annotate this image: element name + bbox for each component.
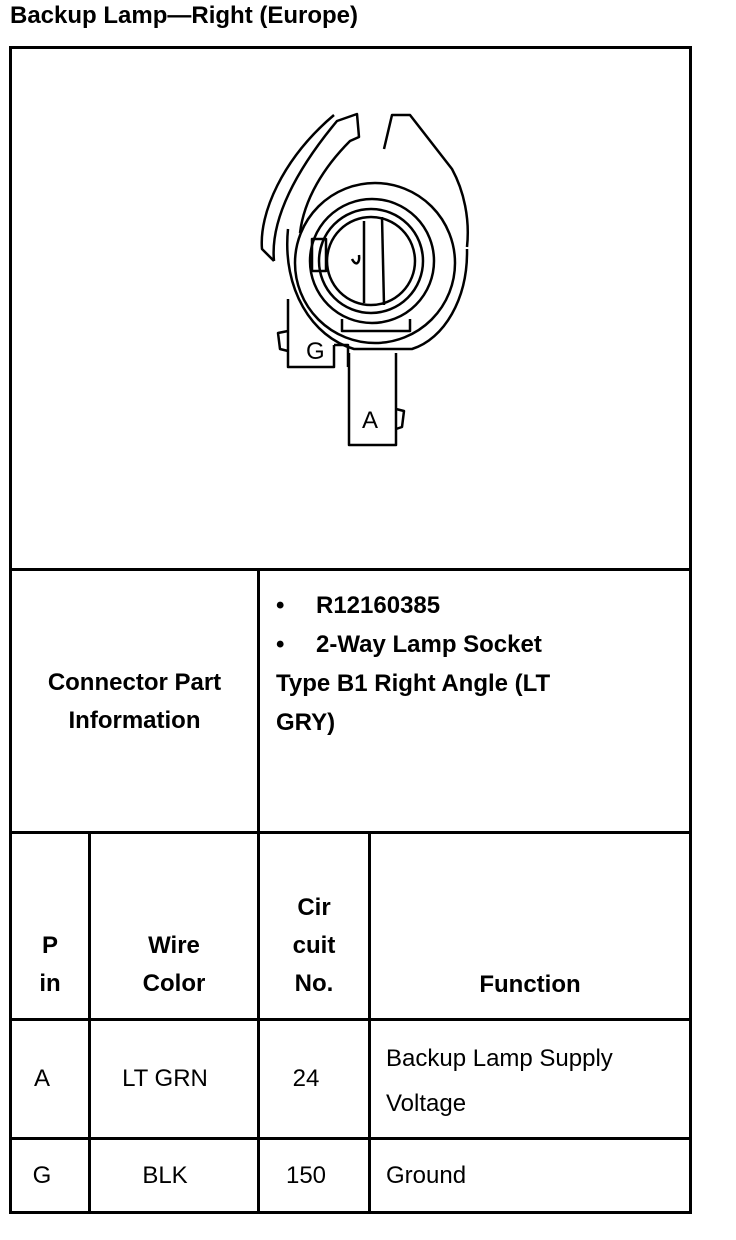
divider-circuit-col [368, 831, 371, 1214]
header-pin-line1: P [41, 932, 58, 959]
divider-diagram [9, 568, 692, 571]
row-g-circuit: 150 [285, 1162, 327, 1189]
pin-label-a: A [362, 407, 378, 434]
socket-type-line3: GRY) [276, 709, 336, 736]
header-wire-line1: Wire [148, 932, 200, 959]
part-number: R12160385 [316, 592, 441, 619]
header-wire-color: Wire Color [91, 927, 257, 1003]
row-a-wire-color: LT GRN [122, 1065, 208, 1092]
connector-table-frame [9, 46, 692, 1214]
header-pin: P in [12, 927, 88, 1003]
connector-diagram: G A [12, 49, 689, 569]
header-circuit: Cir cuit No. [260, 889, 368, 1003]
row-g-pin: G [32, 1162, 52, 1189]
header-circuit-line1: Cir [297, 894, 331, 921]
row-a-function: Backup Lamp Supply Voltage [386, 1036, 686, 1126]
part-number-item: • R12160385 [276, 586, 676, 625]
connector-info-values: • R12160385 • 2-Way Lamp Socket Type B1 … [276, 586, 676, 742]
row-a-pin: A [33, 1065, 50, 1092]
header-pin-line2: in [39, 970, 61, 997]
row-a-function-line1: Backup Lamp Supply [386, 1045, 613, 1072]
row-g-wire-color: BLK [142, 1162, 188, 1189]
lamp-socket-drawing: G A [260, 112, 469, 447]
divider-header [9, 1018, 692, 1021]
connector-info-label: Connector Part Information [12, 664, 257, 740]
header-circuit-line3: No. [294, 970, 334, 997]
socket-type-item: • 2-Way Lamp Socket [276, 625, 676, 664]
bullet-icon: • [276, 592, 285, 619]
row-g-function: Ground [386, 1162, 467, 1189]
divider-part-info [9, 831, 692, 834]
header-wire-line2: Color [142, 970, 206, 997]
divider-info-col [257, 568, 260, 1214]
divider-pin-col [88, 831, 91, 1214]
connector-info-label-line1: Connector Part [47, 669, 222, 696]
socket-type-line2: Type B1 Right Angle (LT [276, 670, 551, 697]
page-title: Backup Lamp—Right (Europe) [10, 2, 359, 29]
row-a-function-line2: Voltage [386, 1090, 467, 1117]
header-function: Function [479, 971, 581, 998]
header-circuit-line2: cuit [292, 932, 336, 959]
row-a-circuit: 24 [292, 1065, 320, 1092]
socket-type-line1: 2-Way Lamp Socket [316, 631, 542, 658]
pin-label-g: G [306, 338, 325, 365]
connector-info-label-line2: Information [68, 707, 201, 734]
bullet-icon: • [276, 631, 285, 658]
divider-row-1 [9, 1137, 692, 1140]
